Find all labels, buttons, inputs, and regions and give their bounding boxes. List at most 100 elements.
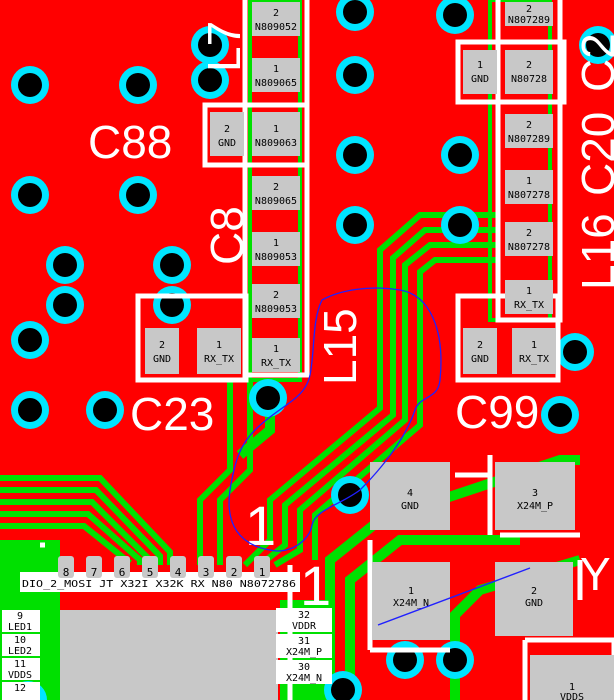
svg-text:VDDS: VDDS (560, 692, 584, 700)
svg-text:2: 2 (273, 290, 279, 301)
svg-text:VDDS: VDDS (8, 670, 32, 681)
via (86, 391, 124, 429)
svg-text:4: 4 (175, 566, 182, 579)
ic-pin-top[interactable]: 3 (198, 556, 214, 579)
pad-p10[interactable]: 1RX_TX (197, 328, 241, 374)
silk-c8x: C8 (201, 206, 253, 265)
pad-p19[interactable]: 1RX_TX (512, 328, 556, 374)
ic-pin-top[interactable]: 4 (170, 556, 186, 579)
svg-text:5: 5 (147, 566, 154, 579)
ic-pin-top[interactable]: 5 (142, 556, 158, 579)
svg-text:2: 2 (526, 120, 532, 131)
silk-one-b: 1 (300, 554, 331, 617)
svg-text:N807289: N807289 (508, 134, 550, 145)
silk-l7: L7 (198, 21, 250, 72)
ic-pin-top[interactable]: 8 (58, 556, 74, 579)
svg-text:N807289: N807289 (508, 15, 550, 26)
svg-text:GND: GND (153, 354, 171, 365)
via (336, 0, 374, 31)
pad-p8[interactable]: 1RX_TX (252, 338, 300, 372)
silk-l15: L15 (314, 308, 366, 385)
ic-pin-top[interactable]: 7 (86, 556, 102, 579)
svg-text:X24M_P: X24M_P (286, 647, 322, 658)
svg-text:N809063: N809063 (255, 138, 297, 149)
svg-text:2: 2 (526, 228, 532, 239)
ic-thermal-pad (60, 610, 278, 700)
svg-text:11: 11 (14, 659, 26, 670)
ratsnest (228, 287, 531, 626)
silk-l16: L16 (572, 213, 614, 290)
svg-text:1: 1 (273, 64, 279, 75)
svg-text:2: 2 (273, 182, 279, 193)
svg-text:N809053: N809053 (255, 252, 297, 263)
via (579, 26, 614, 64)
svg-text:RX_TX: RX_TX (519, 354, 549, 365)
ic-pin-top[interactable]: 1 (254, 556, 270, 579)
ic-pin-top[interactable]: 6 (114, 556, 130, 579)
svg-text:1: 1 (216, 340, 222, 351)
pad-p17[interactable]: 1RX_TX (505, 280, 553, 314)
via (46, 246, 84, 284)
svg-text:LED1: LED1 (8, 622, 32, 633)
via (336, 56, 374, 94)
svg-text:X24M_N: X24M_N (286, 673, 322, 684)
ic-pin-top[interactable]: 2 (226, 556, 242, 579)
svg-text:LED2: LED2 (8, 646, 32, 657)
svg-text:2: 2 (531, 586, 537, 597)
via (153, 286, 191, 324)
svg-text:2: 2 (231, 566, 238, 579)
svg-text:1: 1 (259, 566, 266, 579)
svg-text:1: 1 (526, 286, 532, 297)
svg-text:2: 2 (159, 340, 165, 351)
svg-text:N809052: N809052 (255, 22, 297, 33)
svg-text:1: 1 (273, 344, 279, 355)
via (324, 671, 362, 700)
via (11, 321, 49, 359)
via (331, 476, 369, 514)
silk-c23: C23 (130, 388, 214, 440)
svg-text:1: 1 (526, 176, 532, 187)
svg-text:2: 2 (477, 340, 483, 351)
silkscreen-labels: C88 C23 C99 L7 C8 L15 L16 C20 C2 1 1 Y (88, 21, 614, 617)
ic-pin-left[interactable]: 12 (2, 682, 40, 700)
via (119, 66, 157, 104)
via (441, 206, 479, 244)
via (46, 286, 84, 324)
via (336, 136, 374, 174)
svg-text:1: 1 (531, 340, 537, 351)
silk-one-a: 1 (245, 494, 276, 557)
svg-text:10: 10 (14, 635, 26, 646)
